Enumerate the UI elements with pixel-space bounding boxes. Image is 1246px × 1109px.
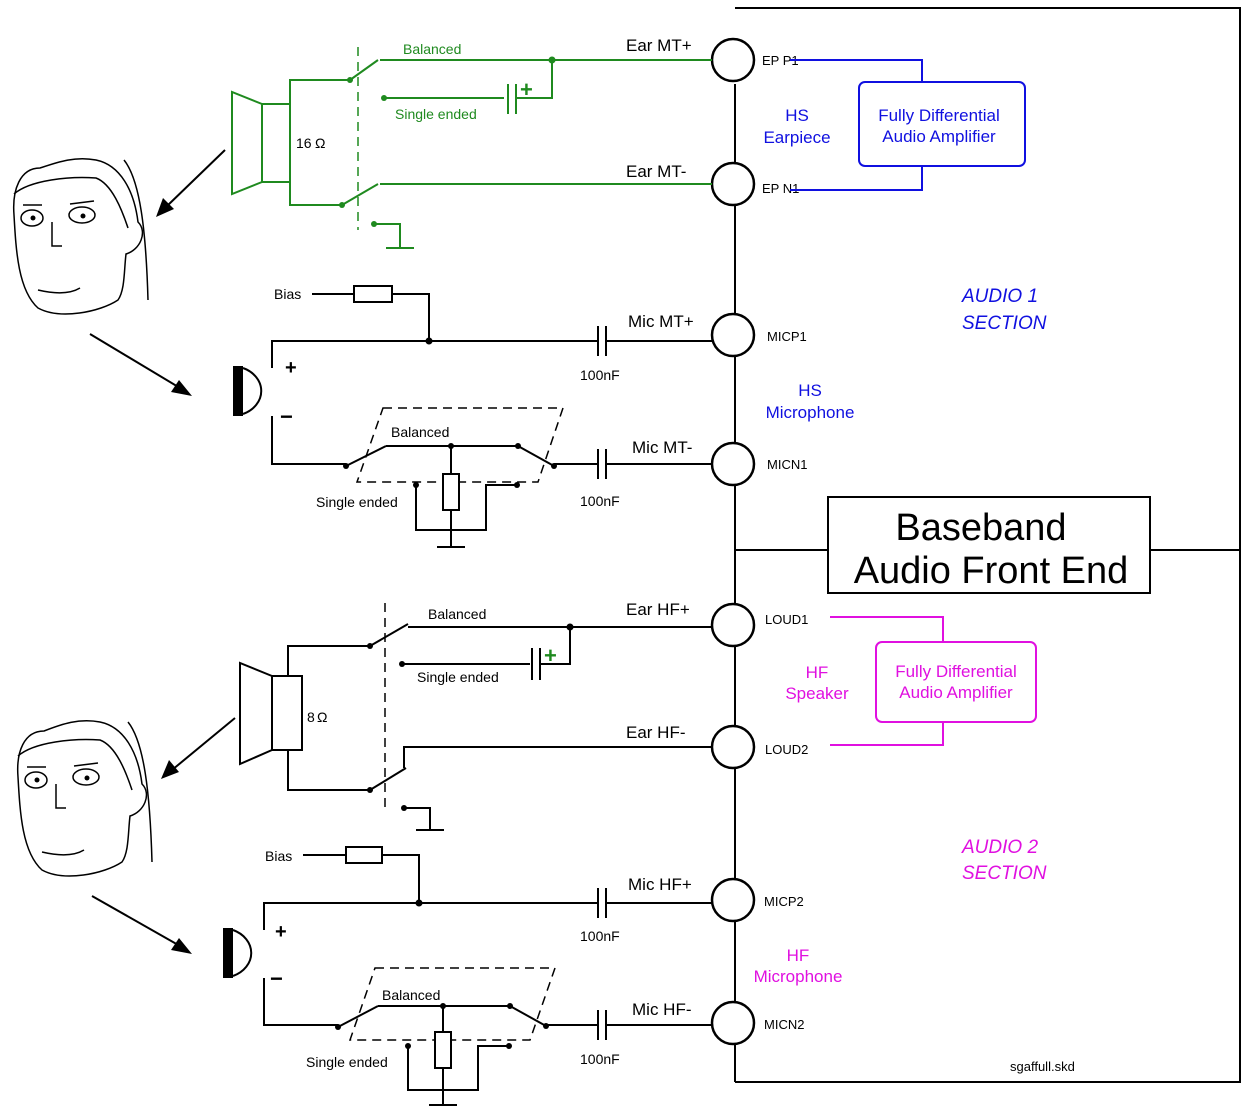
hf-cap2-value: 100nF bbox=[580, 1051, 620, 1067]
hf-mic-circuit: Bias 100nF + − 100nF Balanced bbox=[223, 846, 712, 1106]
net-ear-mt-minus: Ear MT- bbox=[626, 162, 686, 181]
pin-label-ep-p1: EP P1 bbox=[762, 53, 799, 68]
hs-microphone-line1: HS bbox=[798, 381, 822, 400]
amp2-line2: Audio Amplifier bbox=[899, 683, 1013, 702]
net-ear-mt-plus: Ear MT+ bbox=[626, 36, 692, 55]
pin-label-ep-n1: EP N1 bbox=[762, 181, 799, 196]
audio1-section-line2: SECTION bbox=[962, 313, 1047, 334]
baseband-title-line1: Baseband bbox=[895, 507, 1066, 549]
hf-microphone-line1: HF bbox=[787, 946, 810, 965]
hs-mic-circuit: Bias 100nF + − 100nF Balanced bbox=[233, 285, 712, 548]
pin-loud2 bbox=[710, 724, 756, 770]
hf-mic-minus: − bbox=[270, 966, 283, 991]
pin-circles bbox=[710, 37, 756, 1046]
hs-mic-minus: − bbox=[280, 404, 293, 429]
pin-ep-n1 bbox=[710, 161, 756, 207]
hs-cap1-value: 100nF bbox=[580, 367, 620, 383]
hf-bias-resistor bbox=[345, 846, 383, 864]
pin-label-loud1: LOUD1 bbox=[765, 612, 808, 627]
hs-cap2-value: 100nF bbox=[580, 493, 620, 509]
hf-single-ended-label: Single ended bbox=[417, 669, 499, 685]
hs-bias-resistor bbox=[353, 285, 393, 303]
amp2-line1: Fully Differential bbox=[895, 662, 1017, 681]
arrow-head-2-icon bbox=[171, 380, 192, 396]
arrow-head-1-icon bbox=[156, 198, 174, 217]
earpiece-ohm-symbol: Ω bbox=[315, 135, 325, 151]
hf-speaker-circuit: + Balanced Single ended 8 Ω bbox=[239, 603, 712, 831]
amp1-line2: Audio Amplifier bbox=[882, 127, 996, 146]
net-ear-hf-plus: Ear HF+ bbox=[626, 600, 690, 619]
hf-mic-balanced-label: Balanced bbox=[382, 987, 440, 1003]
audio1-section-line1: AUDIO 1 bbox=[961, 286, 1038, 307]
hs-earpiece-line2: Earpiece bbox=[763, 128, 830, 147]
filename-label: sgaffull.skd bbox=[1010, 1059, 1075, 1074]
net-mic-hf-minus: Mic HF- bbox=[632, 1000, 691, 1019]
net-mic-mt-minus: Mic MT- bbox=[632, 438, 692, 457]
earpiece-impedance: 16 bbox=[296, 135, 312, 151]
arrow-head-3-icon bbox=[161, 760, 179, 779]
pin-label-micp2: MICP2 bbox=[764, 894, 804, 909]
amplifier-2: Fully Differential Audio Amplifier bbox=[830, 616, 1037, 746]
net-mic-mt-plus: Mic MT+ bbox=[628, 312, 694, 331]
face-1-icon bbox=[12, 157, 149, 315]
pin-micp2 bbox=[710, 877, 756, 923]
amplifier-1: Fully Differential Audio Amplifier bbox=[790, 59, 1026, 191]
hf-mic-single-ended-label: Single ended bbox=[306, 1054, 388, 1070]
audio2-section-line2: SECTION bbox=[962, 863, 1047, 884]
arrow-head-4-icon bbox=[171, 938, 192, 954]
pin-labels: EP P1 EP N1 MICP1 MICN1 LOUD1 LOUD2 MICP… bbox=[762, 53, 808, 1032]
hs-mic-plus: + bbox=[285, 357, 297, 379]
earpiece-single-ended-label: Single ended bbox=[395, 106, 477, 122]
earpiece-cap-plus: + bbox=[520, 77, 533, 102]
hs-earpiece-line1: HS bbox=[785, 106, 809, 125]
hf-speaker-impedance: 8 bbox=[307, 709, 315, 725]
face-2-icon bbox=[16, 719, 153, 877]
baseband-title-line2: Audio Front End bbox=[854, 550, 1129, 592]
hs-mic-single-ended-label: Single ended bbox=[316, 494, 398, 510]
pin-label-micp1: MICP1 bbox=[767, 329, 807, 344]
hf-cap1-value: 100nF bbox=[580, 928, 620, 944]
net-mic-hf-plus: Mic HF+ bbox=[628, 875, 692, 894]
hf-speaker-line1: HF bbox=[806, 663, 829, 682]
earpiece-balanced-label: Balanced bbox=[403, 41, 461, 57]
hs-bias-label: Bias bbox=[274, 286, 301, 302]
pin-micn2 bbox=[710, 1000, 756, 1046]
pin-label-micn1: MICN1 bbox=[767, 457, 807, 472]
hf-cap-plus: + bbox=[544, 643, 557, 668]
audio2-section-line1: AUDIO 2 bbox=[961, 837, 1038, 858]
baseband-ic-block: Baseband Audio Front End sgaffull.skd bbox=[734, 7, 1241, 1083]
hf-speaker-ohm-symbol: Ω bbox=[317, 709, 327, 725]
pin-ep-p1 bbox=[710, 37, 756, 83]
hf-bias-label: Bias bbox=[265, 848, 292, 864]
amp1-line1: Fully Differential bbox=[878, 106, 1000, 125]
hf-speaker-line2: Speaker bbox=[785, 684, 849, 703]
section-labels: AUDIO 1 SECTION AUDIO 2 SECTION bbox=[961, 286, 1047, 884]
pin-micp1 bbox=[710, 312, 756, 358]
pin-label-loud2: LOUD2 bbox=[765, 742, 808, 757]
pin-loud1 bbox=[710, 602, 756, 648]
hf-mic-plus: + bbox=[275, 921, 287, 943]
hs-microphone-line2: Microphone bbox=[766, 403, 855, 422]
pin-micn1 bbox=[710, 441, 756, 487]
net-labels: Ear MT+ Ear MT- Mic MT+ Mic MT- Ear HF+ … bbox=[626, 36, 694, 1019]
pin-label-micn2: MICN2 bbox=[764, 1017, 804, 1032]
block-labels: HS Earpiece HS Microphone HF Speaker HF … bbox=[754, 106, 855, 986]
arrows bbox=[89, 149, 236, 954]
hs-mic-balanced-label: Balanced bbox=[391, 424, 449, 440]
hf-microphone-line2: Microphone bbox=[754, 967, 843, 986]
earpiece-circuit: + Balanced Single ended 16 Ω bbox=[231, 41, 712, 249]
baseband-title-box bbox=[827, 496, 1151, 594]
hf-balanced-label: Balanced bbox=[428, 606, 486, 622]
net-ear-hf-minus: Ear HF- bbox=[626, 723, 686, 742]
